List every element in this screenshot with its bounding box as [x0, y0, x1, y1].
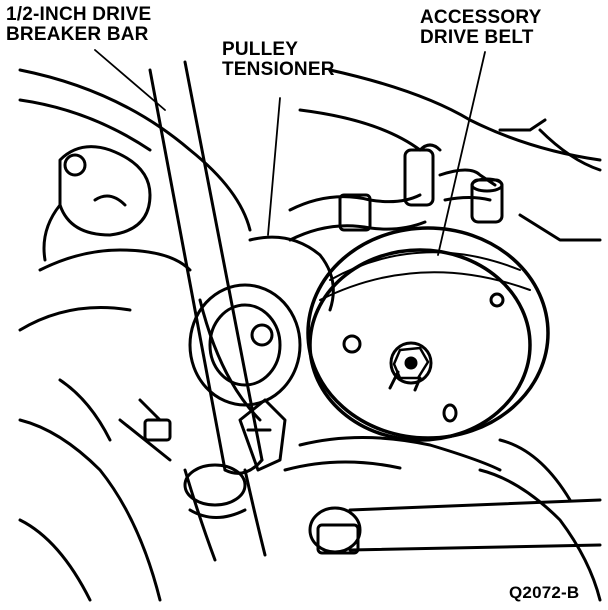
leader-lines [94, 49, 486, 256]
drive-pulley [306, 226, 550, 442]
sensor-cap [470, 177, 504, 224]
label-accessory-drive-belt: ACCESSORY DRIVE BELT [420, 7, 542, 48]
engine-bracket [42, 145, 152, 262]
lower-hoses [118, 398, 602, 562]
label-pulley-tensioner: PULLEY TENSIONER [222, 39, 335, 80]
breaker-bar [148, 60, 287, 475]
leader-line-pulley-tensioner [267, 97, 281, 236]
label-breaker-bar: 1/2-INCH DRIVE BREAKER BAR [6, 4, 152, 45]
leader-line-drive-belt [437, 51, 486, 256]
figure-code: Q2072-B [509, 583, 580, 602]
upper-hose [288, 143, 497, 242]
leader-line-breaker-bar [94, 49, 166, 111]
